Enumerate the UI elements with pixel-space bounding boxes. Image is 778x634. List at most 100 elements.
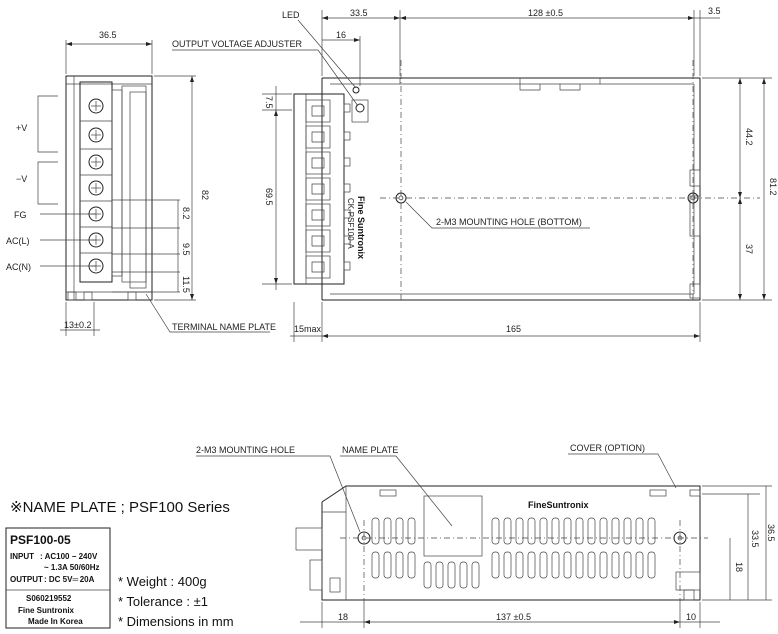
callout-name-plate: NAME PLATE (342, 445, 398, 455)
vent-slot (515, 551, 524, 579)
name-plate-heading: ※NAME PLATE ; PSF100 Series (10, 499, 230, 516)
dim-16: 16 (336, 30, 346, 40)
np-model: PSF100-05 (10, 533, 71, 547)
dim-front-height: 82 (200, 190, 210, 200)
vent-slot (383, 517, 392, 545)
vent-slot (471, 561, 480, 589)
spec-tolerance: * Tolerance : ±1 (118, 594, 208, 609)
vent-slot (527, 551, 536, 579)
dim-3-5: 3.5 (708, 6, 721, 16)
vent-slot (407, 517, 416, 545)
name-plate-box (5, 527, 111, 629)
vent-slot (491, 551, 500, 579)
vent-slot (503, 551, 512, 579)
callout-adjuster: OUTPUT VOLTAGE ADJUSTER (172, 39, 303, 49)
vent-slot (371, 517, 380, 545)
vent-slot (395, 551, 404, 579)
np-output-label: OUTPUT (10, 575, 43, 584)
vent-slot (563, 551, 572, 579)
vent-slots (371, 517, 656, 589)
vent-slot (575, 517, 584, 545)
vent-slot (599, 517, 608, 545)
vent-slot (575, 551, 584, 579)
vent-slot (611, 551, 620, 579)
callout-led: LED (282, 10, 300, 20)
callout-mount-hole: 2-M3 MOUNTING HOLE (BOTTOM) (436, 217, 582, 227)
np-maker: Fine Suntronix (18, 606, 75, 615)
dim-44-2: 44.2 (744, 128, 754, 146)
vent-slot (383, 551, 392, 579)
label-fg: FG (14, 210, 27, 220)
dim-33-5: 33.5 (350, 8, 368, 18)
dim-front-width: 36.5 (99, 30, 117, 40)
front-view: +V −V FG AC(L) AC(N) 36.5 82 8.2 9.5 11.… (6, 30, 210, 336)
name-plate-section: ※NAME PLATE ; PSF100 Series PSF100-05 IN… (5, 499, 234, 629)
side-view: FineSuntronix 2-M3 MOUNTING HOLE NAME PL… (196, 443, 776, 628)
dim-side-10: 10 (686, 612, 696, 622)
adjuster-icon (355, 103, 365, 113)
np-input-value: : AC100 − 240V (40, 552, 98, 561)
dim-pitch-2: 9.5 (181, 243, 191, 256)
vent-slot (623, 517, 632, 545)
np-serial: S060219552 (26, 594, 72, 603)
top-model-label: CK-PSF100-A (346, 198, 355, 249)
side-name-plate (423, 495, 483, 557)
np-output-value: : DC 5V═ 20A (44, 575, 95, 584)
side-brand: FineSuntronix (528, 500, 589, 510)
np-input-label: INPUT (10, 552, 34, 561)
dim-37: 37 (744, 244, 754, 254)
dim-pitch-3: 11.5 (181, 276, 191, 293)
dim-81-2: 81.2 (768, 178, 778, 196)
vent-slot (447, 561, 456, 589)
vent-slot (611, 517, 620, 545)
label-ac-n: AC(N) (6, 262, 31, 272)
np-origin: Made In Korea (28, 617, 83, 626)
dim-side-18h: 18 (338, 612, 348, 622)
callout-cover: COVER (OPTION) (570, 443, 645, 453)
callout-terminal-plate: TERMINAL NAME PLATE (172, 322, 276, 332)
vent-slot (435, 561, 444, 589)
dim-side-18v: 18 (734, 562, 744, 572)
led-icon (352, 86, 360, 94)
dim-69-5: 69.5 (264, 188, 274, 206)
vent-slot (599, 551, 608, 579)
vent-slot (527, 517, 536, 545)
spec-dimensions: * Dimensions in mm (118, 614, 234, 629)
dim-front-bottom: 13±0.2 (64, 320, 91, 330)
vent-slot (587, 517, 596, 545)
vent-slot (407, 551, 416, 579)
vent-slot (539, 551, 548, 579)
vent-slot (371, 551, 380, 579)
dim-15max: 15max (294, 324, 322, 334)
vent-slot (515, 517, 524, 545)
callout-side-mount-hole: 2-M3 MOUNTING HOLE (196, 445, 295, 455)
np-input-value2: ~ 1.3A 50/60Hz (44, 563, 100, 572)
vent-slot (623, 551, 632, 579)
terminal-screws (88, 98, 104, 274)
vent-slot (551, 517, 560, 545)
vent-slot (635, 517, 644, 545)
vent-slot (647, 551, 656, 579)
dim-side-137: 137 ±0.5 (496, 612, 531, 622)
dim-side-33-5: 33.5 (750, 530, 760, 548)
vent-slot (395, 517, 404, 545)
top-terminals (305, 99, 331, 279)
top-view: Fine Suntronix CK-PSF100-A 33.5 128 ±0.5… (145, 6, 778, 342)
vent-slot (491, 517, 500, 545)
top-brand-label: Fine Suntronix (356, 196, 366, 259)
label-minus-v: −V (16, 174, 27, 184)
vent-slot (551, 551, 560, 579)
label-plus-v: +V (16, 123, 27, 133)
spec-weight: * Weight : 400g (118, 574, 207, 589)
dim-128: 128 ±0.5 (528, 8, 563, 18)
vent-slot (459, 561, 468, 589)
vent-slot (503, 517, 512, 545)
dim-pitch-1: 8.2 (181, 207, 191, 220)
dim-165: 165 (506, 324, 521, 334)
vent-slot (647, 517, 656, 545)
vent-slot (539, 517, 548, 545)
vent-slot (423, 561, 432, 589)
dim-side-36-5: 36.5 (766, 524, 776, 542)
vent-slot (587, 551, 596, 579)
